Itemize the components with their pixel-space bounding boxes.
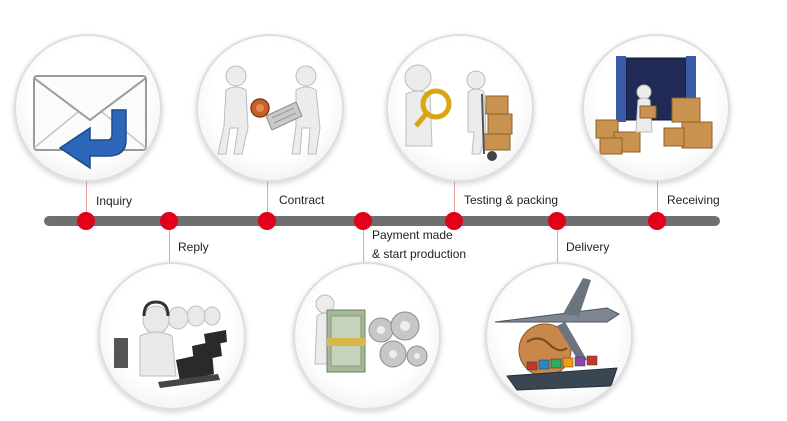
- step-label-contract: Contract: [279, 193, 325, 207]
- timeline-dot-payment: [354, 212, 372, 230]
- connector-testing: [454, 170, 455, 216]
- timeline-dot-contract: [258, 212, 276, 230]
- call-center-agents-icon: [114, 300, 227, 388]
- step-label-payment-line1: Payment made: [372, 228, 453, 242]
- timeline-dot-inquiry: [77, 212, 95, 230]
- envelope-reply-icon: [33, 75, 147, 170]
- step-image-contract: [196, 34, 344, 182]
- money-and-gears-icon: [314, 294, 428, 373]
- timeline-dot-reply: [160, 212, 178, 230]
- plane-globe-ship-icon: [494, 278, 620, 391]
- magnifier-and-boxes-icon: [404, 64, 513, 161]
- step-label-delivery: Delivery: [566, 240, 610, 254]
- connector-receiving: [657, 175, 658, 216]
- connector-delivery: [557, 226, 558, 266]
- step-label-reply: Reply: [178, 240, 209, 254]
- step-image-inquiry: [14, 34, 162, 182]
- timeline-bar: [44, 216, 720, 226]
- step-image-delivery: [485, 262, 633, 410]
- step-label-testing: Testing & packing: [464, 193, 559, 207]
- timeline-dot-delivery: [548, 212, 566, 230]
- connector-payment: [363, 226, 364, 266]
- step-image-payment: [293, 262, 441, 410]
- connector-contract: [267, 178, 268, 216]
- timeline-dot-testing: [445, 212, 463, 230]
- connector-inquiry: [86, 170, 87, 216]
- step-label-receiving: Receiving: [667, 193, 720, 207]
- handshake-contract-icon: [217, 65, 321, 155]
- step-image-reply: [98, 262, 246, 410]
- container-boxes-icon: [595, 56, 713, 155]
- timeline-dot-receiving: [648, 212, 666, 230]
- step-image-testing: [386, 34, 534, 182]
- connector-reply: [169, 226, 170, 266]
- step-label-inquiry: Inquiry: [96, 194, 133, 208]
- step-label-payment-line2: & start production: [372, 247, 467, 261]
- step-image-receiving: [582, 34, 730, 182]
